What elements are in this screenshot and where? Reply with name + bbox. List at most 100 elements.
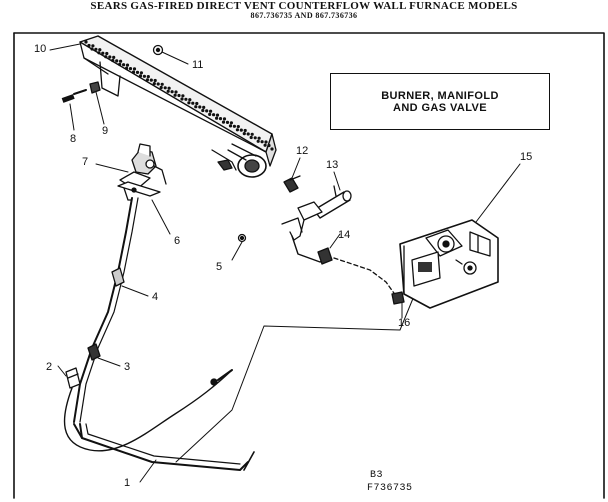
burner-port: [232, 124, 236, 128]
drawing-code: F736735: [367, 483, 413, 494]
part-label-10: 10: [34, 43, 47, 55]
pilot-assembly-7: [119, 143, 167, 191]
part-label-4: 4: [152, 291, 159, 303]
burner-port: [250, 132, 254, 136]
frame-border: [13, 32, 605, 499]
diagram-caption-box: BURNER, MANIFOLD AND GAS VALVE: [330, 73, 550, 130]
nut-3: [87, 343, 101, 361]
part-label-1: 1: [124, 477, 131, 489]
bolt-8: [61, 89, 87, 103]
burner-port: [105, 51, 109, 56]
burner-port: [191, 101, 195, 105]
burner-port: [87, 43, 91, 48]
fitting-4: [111, 267, 125, 287]
burner-port: [173, 93, 177, 97]
burner-port: [181, 94, 185, 98]
burner-port: [242, 132, 246, 136]
burner-port: [163, 86, 167, 90]
orifice-12: [283, 175, 301, 193]
part-label-16: 16: [398, 317, 411, 329]
burner-port: [115, 59, 119, 63]
burner-port: [170, 90, 174, 94]
part-label-15: 15: [520, 151, 533, 163]
part-label-14: 14: [338, 229, 351, 241]
burner-port: [138, 74, 143, 78]
burner-port: [142, 74, 146, 78]
diagram-title: SEARS GAS-FIRED DIRECT VENT COUNTERFLOW …: [90, 0, 518, 12]
valve-fitting-16: [391, 291, 405, 305]
burner-port: [184, 97, 188, 101]
thermocouple-lead-1: [63, 369, 233, 452]
burner-port: [198, 105, 202, 109]
burner-port: [188, 98, 192, 102]
manifold-bracket-14: [281, 201, 333, 265]
nut-2: [65, 367, 81, 389]
burner-port: [108, 55, 112, 59]
burner-port: [131, 70, 136, 74]
gas-valve-15: [399, 219, 499, 309]
part-label-3: 3: [124, 361, 131, 373]
section-reference: B3: [370, 470, 384, 481]
burner-port: [246, 132, 250, 136]
leader-lines: [49, 43, 521, 483]
burner-port: [125, 66, 129, 70]
burner-port: [174, 90, 178, 94]
burner-port: [94, 47, 98, 51]
burner-port: [145, 78, 149, 82]
burner-port: [167, 86, 171, 90]
burner-port: [122, 63, 126, 67]
burner-port: [225, 120, 230, 124]
caption-line-1: BURNER, MANIFOLD: [381, 90, 499, 102]
burner-port: [119, 59, 123, 63]
pilot-bracket-6: [117, 181, 161, 201]
burner-port: [91, 44, 95, 48]
burner-port: [180, 97, 184, 101]
burner-port: [152, 82, 156, 86]
burner-port: [156, 82, 160, 86]
burner-port: [201, 108, 205, 113]
burner-port: [222, 117, 227, 121]
burner-port: [97, 51, 101, 55]
burner-screw-11: [152, 44, 164, 56]
caption-line-2: AND GAS VALVE: [392, 102, 488, 114]
burner-port: [263, 143, 267, 147]
manifold-pipe-13: [313, 185, 352, 219]
part-label-6: 6: [174, 235, 181, 247]
part-label-2: 2: [46, 361, 53, 373]
burner-port: [128, 67, 133, 71]
connection-dash-line: [333, 257, 397, 297]
burner-port: [236, 125, 240, 129]
burner-port: [260, 140, 264, 144]
burner-port: [209, 109, 213, 113]
part-label-5: 5: [216, 261, 223, 273]
burner-port: [132, 67, 137, 71]
burner-port: [235, 128, 239, 132]
nut-9: [89, 81, 101, 94]
burner-port: [149, 78, 153, 82]
burner-port: [208, 112, 212, 116]
burner-port: [228, 124, 233, 128]
burner-port: [270, 147, 274, 151]
burner-port: [267, 143, 271, 148]
pilot-supply-tube: [73, 295, 415, 471]
burner-port: [253, 136, 257, 140]
burner-port: [135, 70, 140, 74]
part-label-8: 8: [70, 133, 77, 145]
burner-port: [194, 105, 198, 109]
burner-assembly: [79, 35, 277, 178]
burner-port: [177, 93, 181, 98]
burner-port: [160, 82, 164, 86]
burner-port: [202, 105, 206, 109]
burner-port: [125, 63, 130, 67]
burner-port: [153, 78, 157, 83]
part-label-13: 13: [326, 159, 339, 171]
burner-port: [243, 128, 247, 133]
burner-port: [249, 135, 253, 140]
burner-port: [111, 58, 115, 63]
pilot-tube: [73, 197, 139, 423]
screw-5: [237, 233, 247, 243]
part-label-12: 12: [296, 145, 309, 157]
burner-port: [239, 128, 243, 132]
